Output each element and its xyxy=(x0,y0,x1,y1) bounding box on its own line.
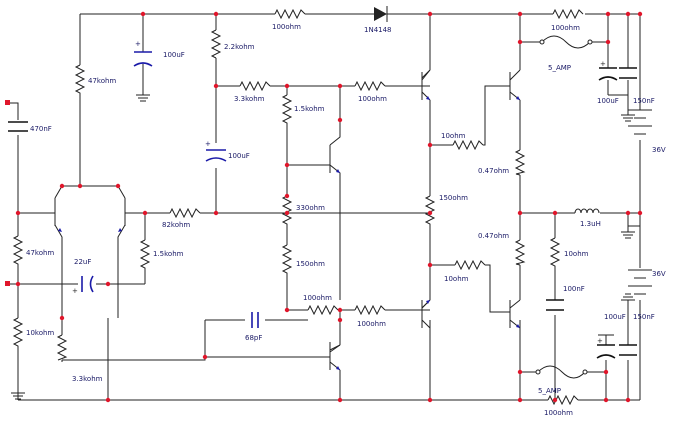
resistor-150-mid xyxy=(281,244,293,282)
label-r-2k2: 2.2kohm xyxy=(224,43,255,51)
resistors xyxy=(12,8,584,406)
label-r-82k: 82kohm xyxy=(162,221,190,229)
resistor-10k xyxy=(12,317,24,356)
resistor-100-botright xyxy=(547,394,579,406)
label-c-22u: 22uF xyxy=(74,258,91,266)
capacitor-150nF-bot xyxy=(619,293,637,356)
resistor-047-bot xyxy=(514,239,526,266)
svg-text:+: + xyxy=(72,287,78,295)
label-v-top: 36V xyxy=(652,146,666,154)
label-r-10-right: 10ohm xyxy=(564,250,589,258)
resistor-47k-left xyxy=(12,235,24,270)
fuse-bot xyxy=(535,365,588,379)
svg-text:+: + xyxy=(205,140,211,148)
label-r-330: 330ohm xyxy=(296,204,325,212)
label-c-470n: 470nF xyxy=(30,125,52,133)
resistor-top-100 xyxy=(274,8,306,20)
resistor-10-top xyxy=(452,139,484,151)
capacitor-100uF-top: + xyxy=(133,14,153,102)
svg-text:+: + xyxy=(600,60,606,68)
label-c-100u-top: 100uF xyxy=(163,51,185,59)
label-l-13u: 1.3uH xyxy=(580,220,601,228)
junction-dots xyxy=(5,11,643,403)
capacitor-68pF xyxy=(251,312,259,328)
label-c-100u-right-top: 100uF xyxy=(597,97,619,105)
label-r-3k3-bot: 3.3kohm xyxy=(72,375,103,383)
capacitor-150nF-top xyxy=(619,67,637,122)
battery-bot xyxy=(628,269,652,295)
resistor-1k5-left xyxy=(139,239,151,272)
label-fuse-top: 5_AMP xyxy=(548,64,571,72)
label-c-68p: 68pF xyxy=(245,334,262,342)
capacitors: + + + + xyxy=(8,14,637,359)
capacitor-22uF: + xyxy=(72,275,94,295)
capacitor-100uF-mid: + xyxy=(205,140,227,162)
resistor-10-right xyxy=(549,237,561,270)
label-c-100n: 100nF xyxy=(563,285,585,293)
resistor-047-top xyxy=(514,149,526,176)
resistor-100-mid xyxy=(354,80,386,92)
label-r-10k: 10kohm xyxy=(26,329,54,337)
svg-text:+: + xyxy=(597,337,603,345)
label-r-100-bot: 100ohm xyxy=(303,294,332,302)
label-r-47k-left: 47kohm xyxy=(26,249,54,257)
resistor-100-bot2 xyxy=(354,304,386,316)
resistor-2k2 xyxy=(210,29,222,59)
label-c-150n-top: 150nF xyxy=(633,97,655,105)
resistor-100-bot xyxy=(307,304,339,316)
transistors xyxy=(54,69,521,371)
label-r-100-mid: 100ohm xyxy=(358,95,387,103)
label-r-100-botright: 100ohm xyxy=(544,409,573,417)
label-r-1k5-mid: 1.5kohm xyxy=(294,105,325,113)
label-r-047-top: 0.47ohm xyxy=(478,167,509,175)
ground-symbols xyxy=(11,226,635,400)
label-r-150-mid: 150ohm xyxy=(296,260,325,268)
label-c-100u-mid: 100uF xyxy=(228,152,250,160)
resistor-1k5-mid xyxy=(281,94,293,132)
label-r-150-right: 150ohm xyxy=(439,194,468,202)
fuse-top xyxy=(539,35,593,49)
inductor-1.3uH xyxy=(574,208,600,214)
label-r-047-bot: 0.47ohm xyxy=(478,232,509,240)
label-c-150n-bot: 150nF xyxy=(633,313,655,321)
resistor-47k-top xyxy=(74,64,86,95)
label-r-100-topright: 100ohm xyxy=(551,24,580,32)
capacitor-100uF-right-bot: + xyxy=(596,334,616,359)
diode-1N4148 xyxy=(365,6,392,22)
capacitor-100uF-right-top: + xyxy=(598,60,618,81)
component-labels: 100ohm 1N4148 47kohm 100uF 2.2kohm 3.3ko… xyxy=(26,23,666,417)
label-r-10-bot: 10ohm xyxy=(444,275,469,283)
resistor-3k3-mid xyxy=(239,80,271,92)
svg-text:+: + xyxy=(135,40,141,48)
label-r-47k-top: 47kohm xyxy=(88,77,116,85)
label-diode: 1N4148 xyxy=(364,26,392,34)
label-r-1k5-left: 1.5kohm xyxy=(153,250,184,258)
resistor-82k xyxy=(169,207,201,219)
label-fuse-bot: 5_AMP xyxy=(538,387,561,395)
capacitor-100nF xyxy=(546,299,564,311)
label-r-top-100: 100ohm xyxy=(272,23,301,31)
capacitor-470nF xyxy=(8,121,28,132)
label-c-100u-right-bot: 100uF xyxy=(604,313,626,321)
resistor-100-topright xyxy=(552,8,584,20)
resistor-10-bot xyxy=(454,259,486,271)
label-r-100-bot2: 100ohm xyxy=(357,320,386,328)
label-v-bot: 36V xyxy=(652,270,666,278)
resistor-3k3-bot xyxy=(56,334,68,361)
battery-top xyxy=(628,109,652,135)
label-r-10-top: 10ohm xyxy=(441,132,466,140)
label-r-3k3-mid: 3.3kohm xyxy=(234,95,265,103)
